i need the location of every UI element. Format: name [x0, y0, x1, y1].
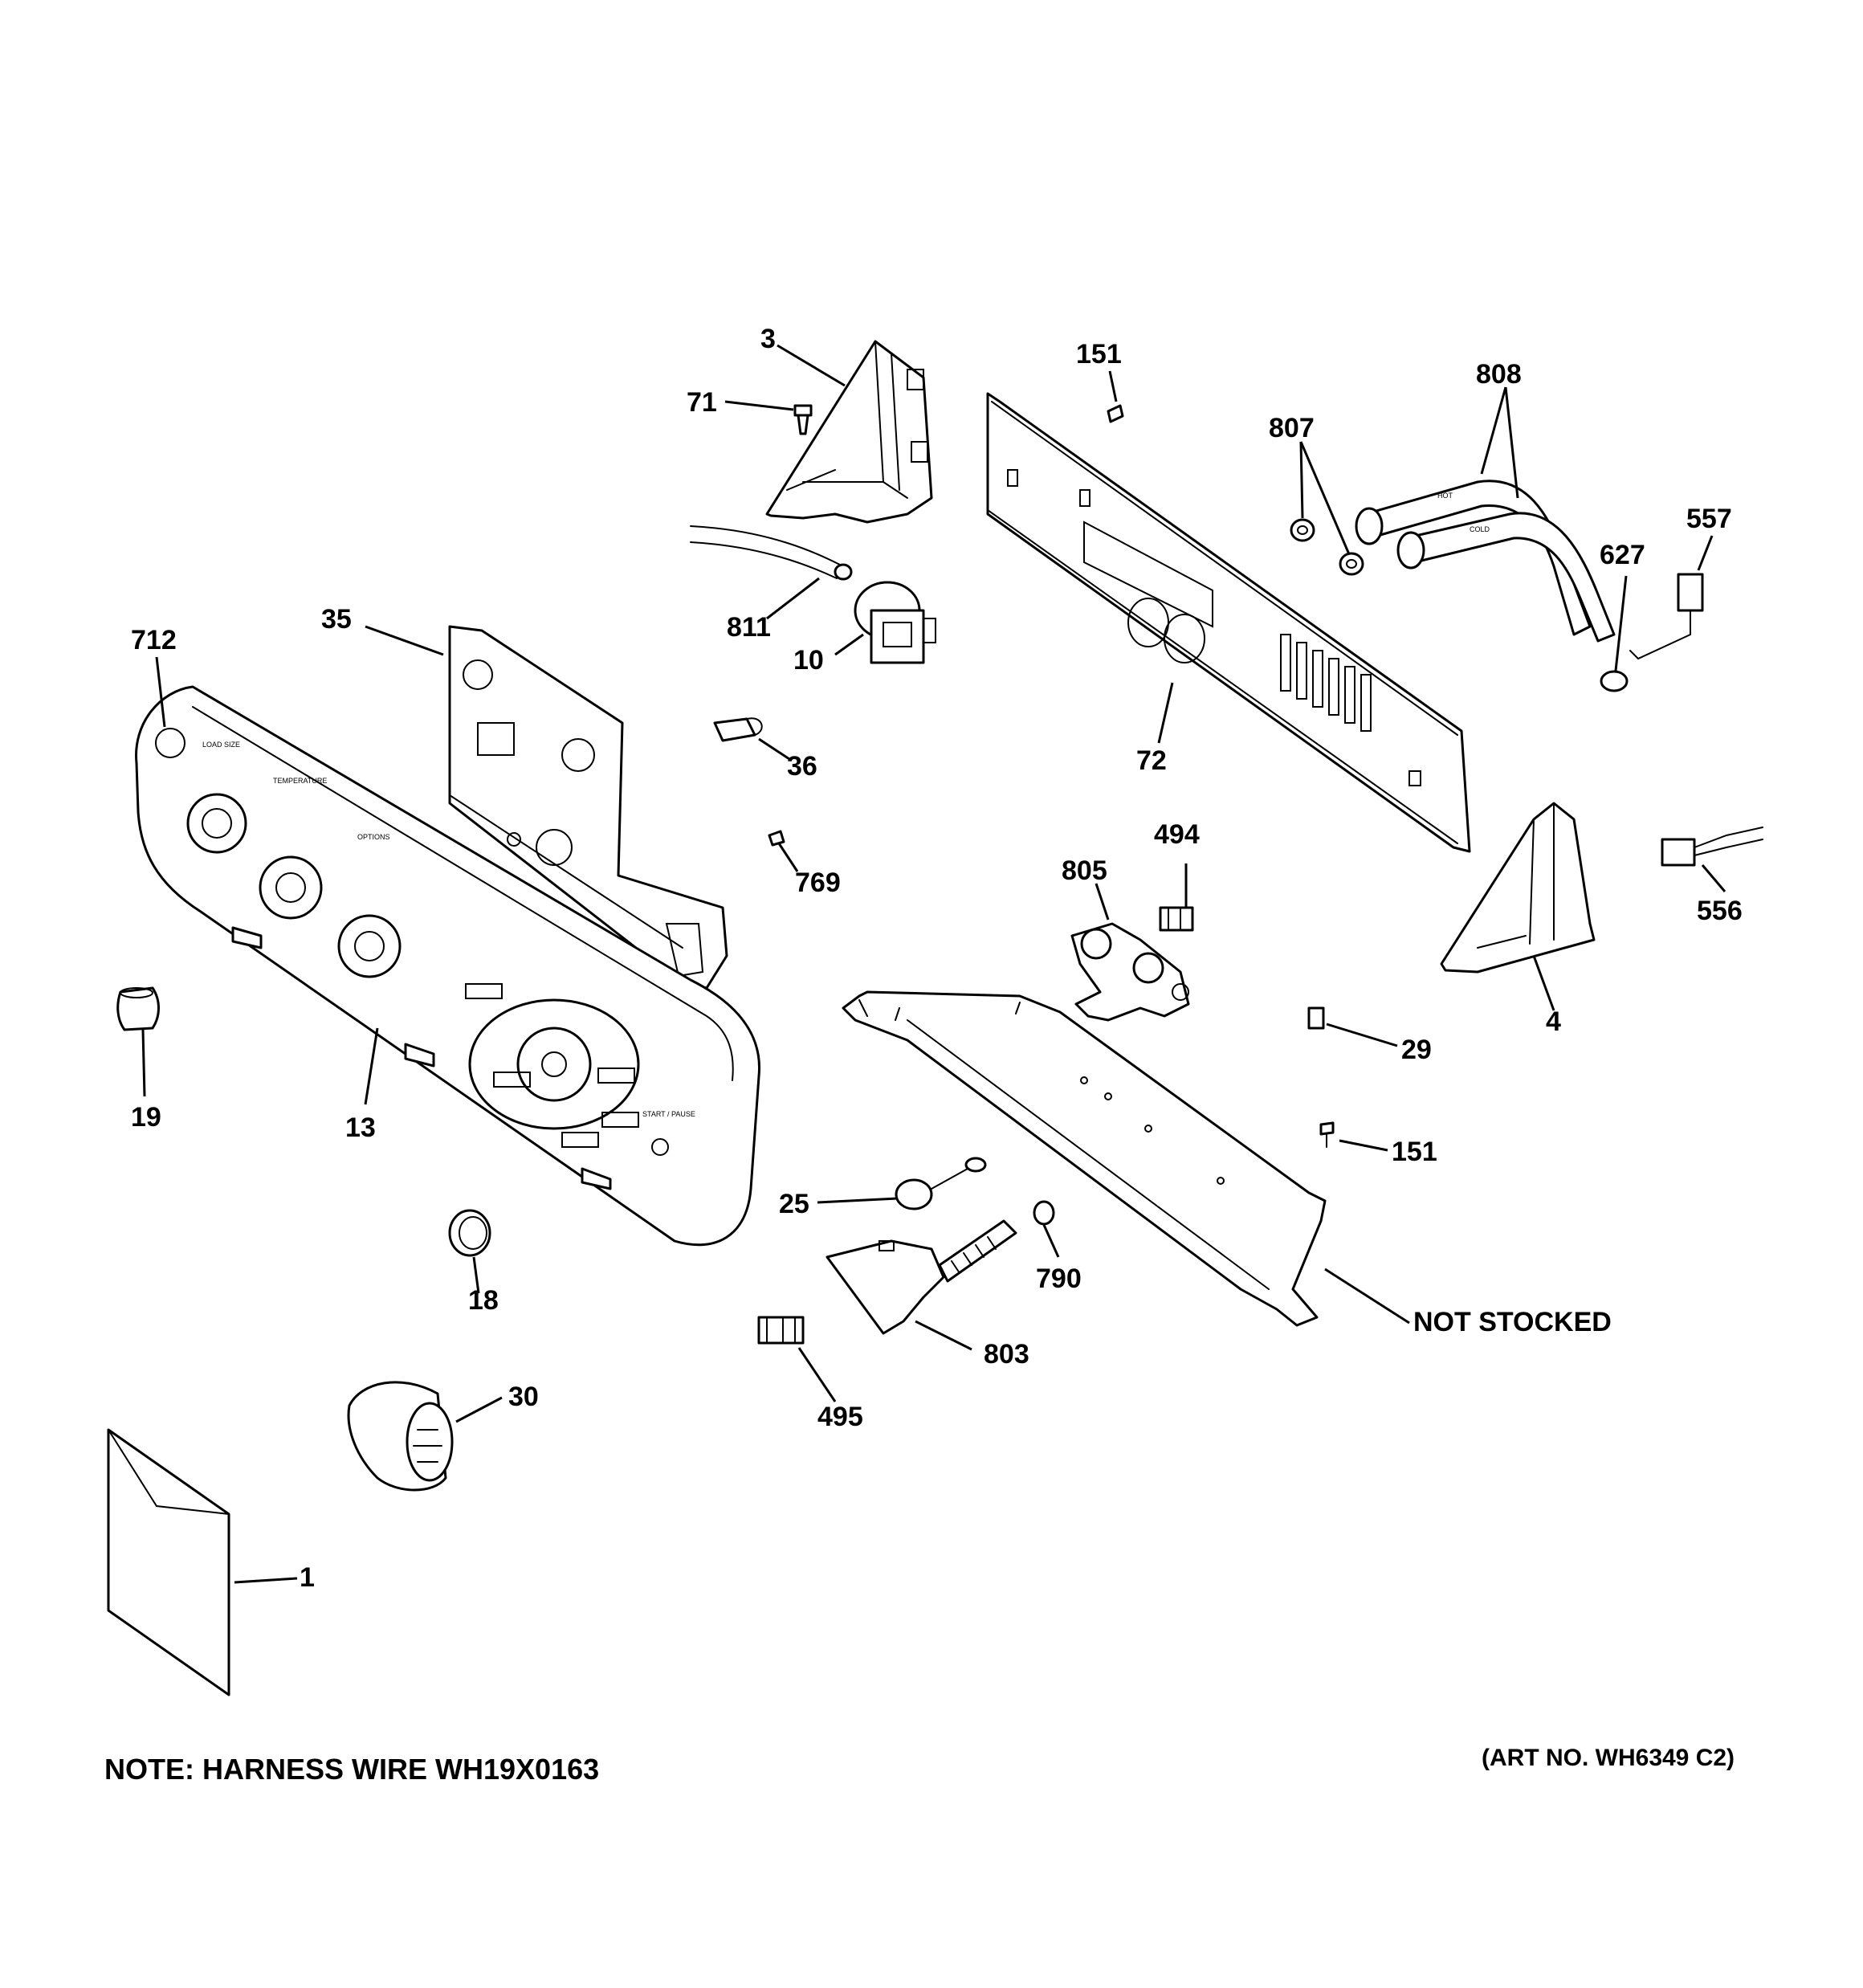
inlet-hose-808-cold: COLD [1396, 512, 1616, 643]
end-cap-bracket-3 [765, 340, 933, 524]
screw-151-top [1107, 404, 1124, 423]
knob-19 [116, 986, 160, 1031]
art-number: (ART NO. WH6349 C2) [1482, 1745, 1735, 1771]
label-803: 803 [984, 1339, 1029, 1370]
start-pause-text: START / PAUSE [642, 1110, 695, 1118]
grommet-627 [1600, 670, 1629, 692]
label-1: 1 [300, 1562, 315, 1593]
cycle-selector-dial [516, 1027, 592, 1102]
label-36: 36 [787, 751, 817, 782]
label-71: 71 [687, 387, 717, 418]
load-size-text: LOAD SIZE [202, 741, 240, 749]
literature-envelope-1 [107, 1428, 230, 1696]
screw-769 [768, 830, 785, 847]
hose-cold-text: COLD [1470, 525, 1490, 533]
washer-807-b [1339, 552, 1364, 576]
leader-lines [141, 344, 1726, 1584]
label-30: 30 [508, 1382, 539, 1412]
options-dial [337, 914, 402, 978]
label-807: 807 [1269, 413, 1315, 443]
temperature-dial [259, 855, 323, 920]
dispenser-803 [826, 1219, 1017, 1335]
capacitor-30 [347, 1381, 454, 1492]
cap-25 [895, 1157, 987, 1210]
water-valve-805 [1070, 922, 1190, 1022]
label-not-stocked: NOT STOCKED [1413, 1307, 1612, 1337]
connector-556 [1661, 827, 1763, 867]
logo-712 [155, 728, 185, 758]
label-3: 3 [760, 324, 776, 354]
clip-36 [713, 717, 763, 742]
backsplash-72 [986, 392, 1471, 853]
label-13: 13 [345, 1112, 376, 1143]
temperature-text: TEMPERATURE [273, 777, 327, 785]
clip-29 [1307, 1006, 1325, 1030]
label-811: 811 [727, 612, 771, 643]
screw-71 [793, 404, 813, 435]
harness-plug-557 [1629, 573, 1704, 660]
clamp-790 [1033, 1200, 1055, 1226]
screw-151-bottom [1319, 1121, 1335, 1148]
label-712: 712 [131, 625, 177, 655]
label-10: 10 [793, 645, 824, 676]
label-790: 790 [1036, 1263, 1082, 1294]
console-13: LOAD SIZE TEMPERATURE OPTIONS START / PA… [135, 685, 761, 1247]
label-808: 808 [1476, 359, 1522, 390]
knob-cap-18 [448, 1209, 491, 1257]
load-size-dial [186, 793, 247, 854]
label-151-bottom: 151 [1392, 1137, 1437, 1167]
label-494: 494 [1154, 819, 1200, 850]
label-19: 19 [131, 1102, 161, 1133]
label-556: 556 [1697, 896, 1743, 926]
label-35: 35 [321, 604, 352, 635]
options-text: OPTIONS [357, 833, 390, 841]
connector-494 [1159, 906, 1194, 932]
end-cap-bracket-4 [1440, 802, 1596, 974]
label-495: 495 [817, 1402, 863, 1432]
label-627: 627 [1600, 540, 1645, 570]
part-labels: 3 71 151 808 807 557 627 811 10 35 712 3… [131, 324, 1743, 1593]
label-805: 805 [1062, 855, 1107, 886]
washer-807-a [1290, 518, 1315, 542]
control-board-35 [448, 625, 728, 990]
label-557: 557 [1686, 504, 1732, 534]
label-25: 25 [779, 1189, 809, 1219]
harness-wire-note: NOTE: HARNESS WIRE WH19X0163 [104, 1753, 599, 1786]
label-29: 29 [1401, 1035, 1432, 1065]
inlet-hose-808-hot: HOT [1355, 480, 1592, 636]
pressure-switch-10 [854, 581, 936, 664]
connector-495 [757, 1316, 805, 1345]
hose-hot-text: HOT [1437, 492, 1453, 500]
label-769: 769 [795, 867, 841, 898]
label-72: 72 [1136, 745, 1167, 776]
label-18: 18 [468, 1285, 499, 1316]
label-4: 4 [1546, 1006, 1561, 1037]
bottom-bracket-not-stocked [842, 990, 1327, 1327]
tube-811 [690, 525, 853, 581]
label-151-top: 151 [1076, 339, 1122, 369]
